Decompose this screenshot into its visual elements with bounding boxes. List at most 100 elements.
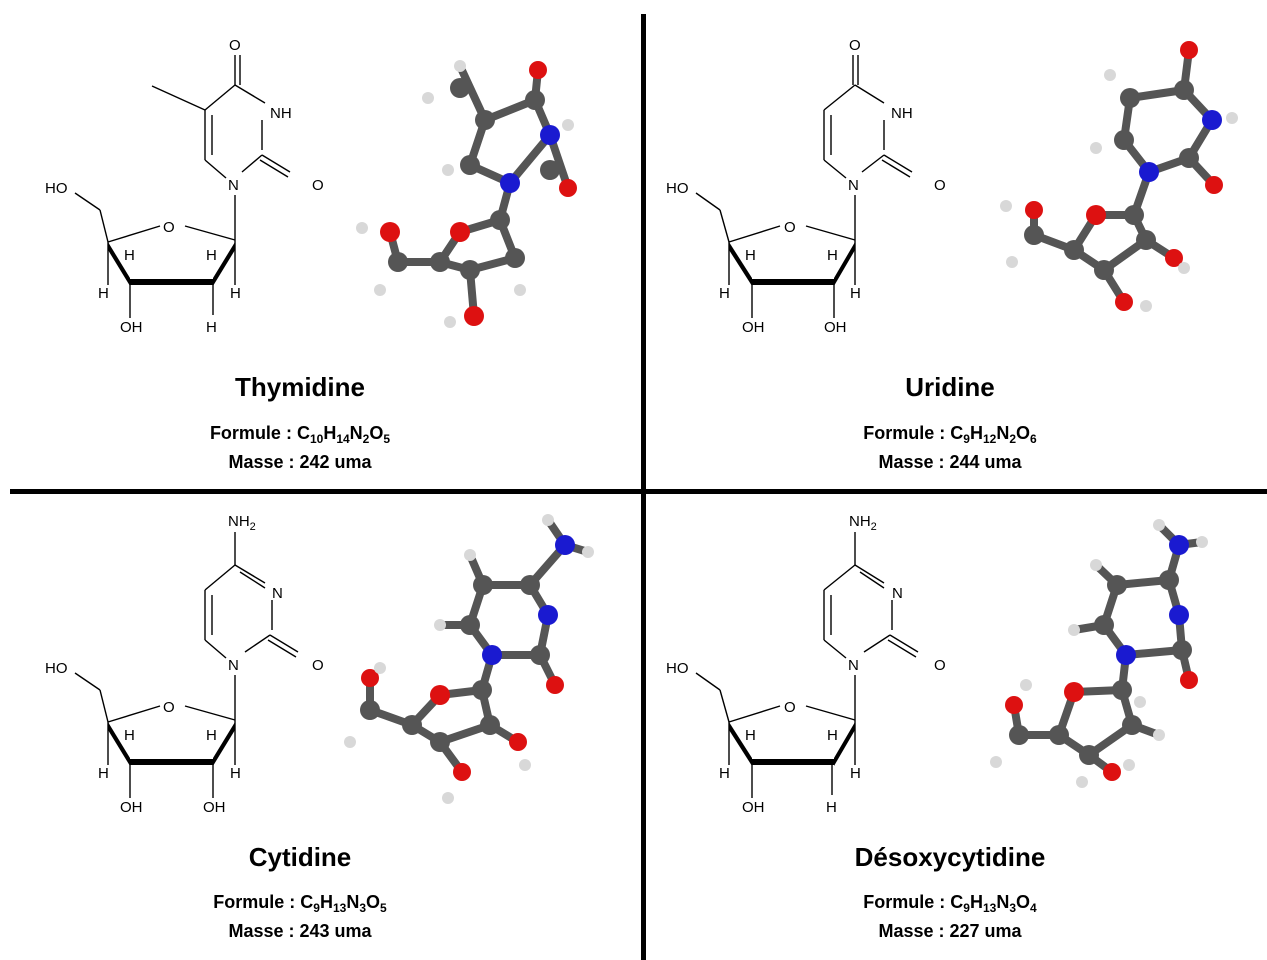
atom-sphere bbox=[1076, 776, 1088, 788]
formula-element: N bbox=[996, 423, 1010, 443]
chemical-bond bbox=[108, 242, 130, 286]
chemical-bond bbox=[881, 159, 911, 178]
formula-label: Formule : bbox=[213, 892, 301, 912]
skeletal-structure-cytidine: NH2 N O N HO O H H H H OH OH bbox=[45, 513, 324, 816]
atom-label: OH bbox=[203, 799, 226, 816]
compound-name: Uridine bbox=[905, 372, 995, 402]
atom-label-subscript: 2 bbox=[871, 521, 877, 533]
atom-sphere bbox=[444, 316, 456, 328]
atom-sphere bbox=[1136, 230, 1156, 250]
chemical-bond bbox=[823, 639, 847, 659]
atom-sphere bbox=[480, 715, 500, 735]
atom-sphere bbox=[430, 732, 450, 752]
chemical-bond bbox=[859, 571, 885, 589]
atom-label: O bbox=[312, 657, 324, 674]
formula-element: H bbox=[969, 423, 983, 443]
atom-sphere bbox=[582, 546, 594, 558]
atom-sphere bbox=[520, 575, 540, 595]
atom-label: H bbox=[850, 765, 861, 782]
atom-sphere bbox=[453, 763, 471, 781]
molecular-formula: Formule : C9H13N3O4 bbox=[650, 892, 1250, 915]
molecular-mass: Masse : 244 uma bbox=[878, 452, 1022, 472]
chemical-bond bbox=[805, 225, 856, 241]
chemical-bond bbox=[269, 634, 299, 653]
skeletal-structure-uridine: O NH O N HO O H H H H OH OH bbox=[666, 37, 946, 336]
chemical-bond bbox=[889, 634, 919, 653]
atom-label: N bbox=[848, 657, 859, 674]
atom-sphere bbox=[1180, 671, 1198, 689]
atom-label: H bbox=[745, 727, 756, 744]
atom-sphere bbox=[1159, 570, 1179, 590]
atom-sphere bbox=[434, 619, 446, 631]
atom-sphere bbox=[1179, 148, 1199, 168]
chemical-bond bbox=[213, 722, 235, 766]
atom-sphere bbox=[540, 160, 560, 180]
molecular-formula: Formule : C9H13N3O5 bbox=[0, 892, 600, 914]
atom-sphere bbox=[1064, 682, 1084, 702]
atom-sphere bbox=[1104, 69, 1116, 81]
atom-sphere bbox=[540, 125, 560, 145]
atom-sphere bbox=[1226, 112, 1238, 124]
atom-sphere bbox=[1090, 142, 1102, 154]
formula-element: N bbox=[349, 423, 363, 443]
chemical-bond bbox=[204, 159, 227, 179]
atom-sphere bbox=[1020, 679, 1032, 691]
chemical-bond bbox=[151, 85, 206, 111]
chemical-bond bbox=[204, 564, 236, 591]
molecular-mass: Masse : 243 uma bbox=[228, 921, 372, 941]
formula-count: 12 bbox=[982, 432, 997, 446]
chemical-bond bbox=[239, 571, 266, 589]
ball-and-stick-model-uridine bbox=[1000, 41, 1238, 312]
atom-sphere bbox=[538, 605, 558, 625]
chemical-bond bbox=[695, 192, 721, 211]
atom-label: O bbox=[229, 37, 241, 54]
atom-sphere bbox=[402, 715, 422, 735]
chemical-bond bbox=[719, 209, 730, 243]
atom-label: H bbox=[206, 319, 217, 336]
atom-label: OH bbox=[120, 799, 143, 816]
chemical-bond bbox=[267, 639, 297, 658]
atom-sphere bbox=[1153, 729, 1165, 741]
atom-sphere bbox=[374, 284, 386, 296]
atom-label: O bbox=[312, 177, 324, 194]
atom-label: N bbox=[848, 177, 859, 194]
formula-count: 4 bbox=[1030, 901, 1037, 915]
formula-element: O bbox=[366, 892, 381, 912]
horizontal-divider bbox=[10, 489, 1267, 494]
skeletal-structure-desoxycytidine: NH2 N O N HO O H H H H OH H bbox=[666, 513, 946, 816]
atom-label: HO bbox=[45, 660, 68, 677]
atom-sphere bbox=[473, 575, 493, 595]
formula-element: H bbox=[323, 423, 337, 443]
atom-sphere bbox=[1006, 256, 1018, 268]
chemical-bond bbox=[805, 705, 856, 721]
chemical-bond bbox=[729, 242, 752, 286]
formula-element: N bbox=[996, 892, 1010, 912]
atom-sphere bbox=[990, 756, 1002, 768]
atom-sphere bbox=[1169, 605, 1189, 625]
atom-sphere bbox=[555, 535, 575, 555]
atom-sphere bbox=[460, 260, 480, 280]
ball-and-stick-model-cytidine bbox=[344, 514, 594, 804]
atom-label-text: NH bbox=[849, 513, 871, 530]
atom-sphere bbox=[1139, 162, 1159, 182]
atom-label: HO bbox=[666, 660, 689, 677]
chemical-bond bbox=[99, 689, 109, 723]
atom-sphere bbox=[1120, 88, 1140, 108]
formula-count: 9 bbox=[963, 901, 970, 915]
chemical-bond bbox=[74, 672, 101, 691]
atom-sphere bbox=[1107, 575, 1127, 595]
atom-label: OH bbox=[120, 319, 143, 336]
atom-sphere bbox=[1140, 300, 1152, 312]
formula-count: 3 bbox=[1009, 901, 1017, 915]
chemical-bond bbox=[883, 154, 913, 173]
atom-sphere bbox=[559, 179, 577, 197]
atom-sphere bbox=[442, 164, 454, 176]
formula-count: 10 bbox=[309, 432, 324, 446]
formula-element: C bbox=[300, 892, 314, 912]
compound-name: Cytidine bbox=[248, 842, 352, 872]
chemical-bond bbox=[728, 705, 781, 723]
atom-sphere bbox=[1196, 536, 1208, 548]
atom-label: H bbox=[98, 765, 109, 782]
chemical-bond bbox=[695, 672, 721, 691]
atom-sphere bbox=[505, 248, 525, 268]
